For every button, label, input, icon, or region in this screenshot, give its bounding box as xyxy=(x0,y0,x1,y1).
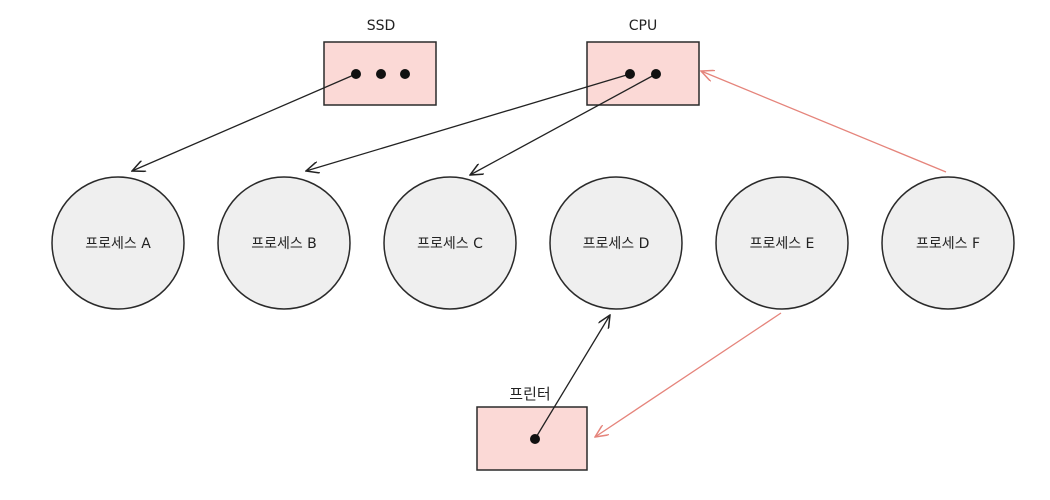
process-a-circle xyxy=(51,176,185,310)
ssd-instance-dot-2 xyxy=(376,69,386,79)
ssd-instance-dot-3 xyxy=(400,69,410,79)
process-b-label: 프로세스 B xyxy=(251,236,317,252)
printer-to-process-d-arrow xyxy=(534,315,610,440)
ssd-to-process-a-arrow xyxy=(132,73,357,171)
process-e-circle xyxy=(715,176,849,310)
cpu-label: CPU xyxy=(629,18,657,34)
process-c-label: 프로세스 C xyxy=(417,236,483,252)
process-e-label: 프로세스 E xyxy=(750,236,815,252)
process-e-to-printer-arrow xyxy=(595,312,782,437)
cpu-to-process-c-arrow xyxy=(470,73,657,175)
process-a-label: 프로세스 A xyxy=(85,236,151,252)
cpu-instance-dot-2 xyxy=(651,69,661,79)
printer-instance-dot xyxy=(530,434,540,444)
process-b-circle xyxy=(217,176,351,310)
cpu-to-process-b-arrow xyxy=(306,73,631,171)
ssd-instance-dot-1 xyxy=(351,69,361,79)
printer-label: 프린터 xyxy=(509,385,550,403)
process-d-circle xyxy=(549,176,683,310)
ssd-label: SSD xyxy=(367,18,396,34)
cpu-instance-dot-1 xyxy=(625,69,635,79)
process-f-label: 프로세스 F xyxy=(916,236,980,252)
process-d-label: 프로세스 D xyxy=(583,236,650,252)
cpu-box xyxy=(586,41,700,106)
process-f-circle xyxy=(881,176,1015,310)
process-c-circle xyxy=(383,176,517,310)
process-f-to-cpu-arrow xyxy=(701,71,947,173)
